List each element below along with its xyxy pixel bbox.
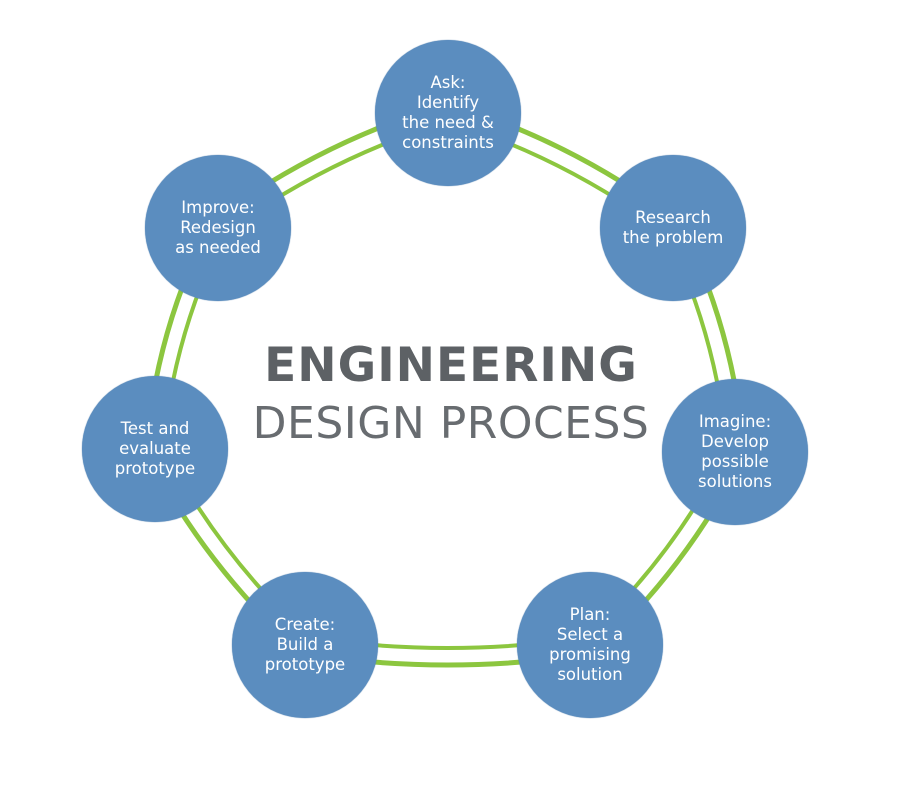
step-ask: Ask: Identify the need & constraints bbox=[375, 40, 521, 186]
step-label: Create: Build a prototype bbox=[264, 615, 346, 674]
title-line-1: ENGINEERING bbox=[264, 338, 638, 393]
step-label: Improve: Redesign as needed bbox=[175, 198, 261, 257]
step-label: Research the problem bbox=[622, 208, 724, 247]
step-create: Create: Build a prototype bbox=[232, 572, 378, 718]
step-imagine: Imagine: Develop possible solutions bbox=[662, 379, 808, 525]
step-plan: Plan: Select a promising solution bbox=[517, 572, 663, 718]
step-improve: Improve: Redesign as needed bbox=[145, 155, 291, 301]
step-test: Test and evaluate prototype bbox=[82, 376, 228, 522]
step-research: Research the problem bbox=[600, 155, 746, 301]
step-label: Ask: Identify the need & constraints bbox=[402, 73, 494, 152]
step-label: Imagine: Develop possible solutions bbox=[698, 412, 772, 491]
title-line-2: DESIGN PROCESS bbox=[252, 398, 650, 449]
step-label: Test and evaluate prototype bbox=[114, 419, 196, 478]
step-label: Plan: Select a promising solution bbox=[549, 605, 631, 684]
